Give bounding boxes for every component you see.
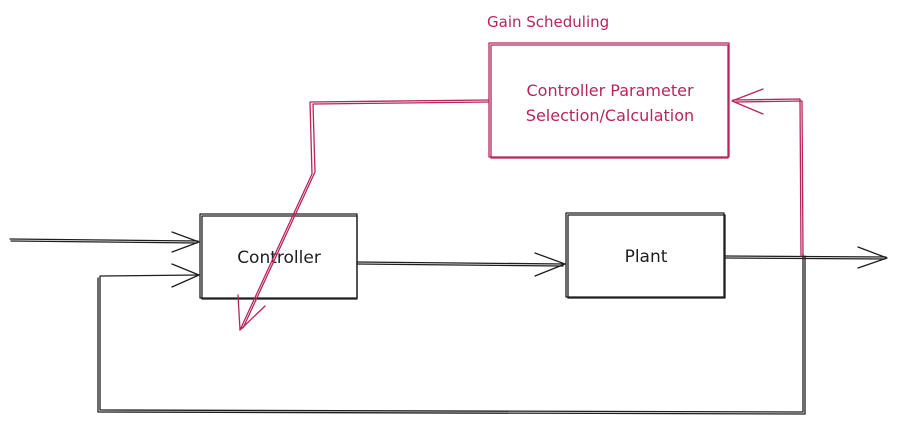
feedback-loop — [97, 253, 806, 415]
controller-block: Controller — [199, 213, 358, 300]
parameter-adjust-arrow — [237, 99, 490, 331]
input-arrow — [9, 231, 200, 253]
output-arrow — [724, 246, 888, 269]
param-selection-block: Controller Parameter Selection/Calculati… — [488, 42, 730, 159]
controller-to-plant-arrow — [356, 252, 566, 277]
controller-label: Controller — [237, 248, 321, 268]
param-box-line2: Selection/Calculation — [526, 106, 694, 125]
plant-block: Plant — [565, 212, 726, 299]
plant-label: Plant — [625, 247, 668, 267]
gain-scheduling-label: Gain Scheduling — [487, 13, 609, 31]
scheduling-feedback-arrow — [731, 88, 804, 257]
param-box-line1: Controller Parameter — [526, 81, 693, 100]
